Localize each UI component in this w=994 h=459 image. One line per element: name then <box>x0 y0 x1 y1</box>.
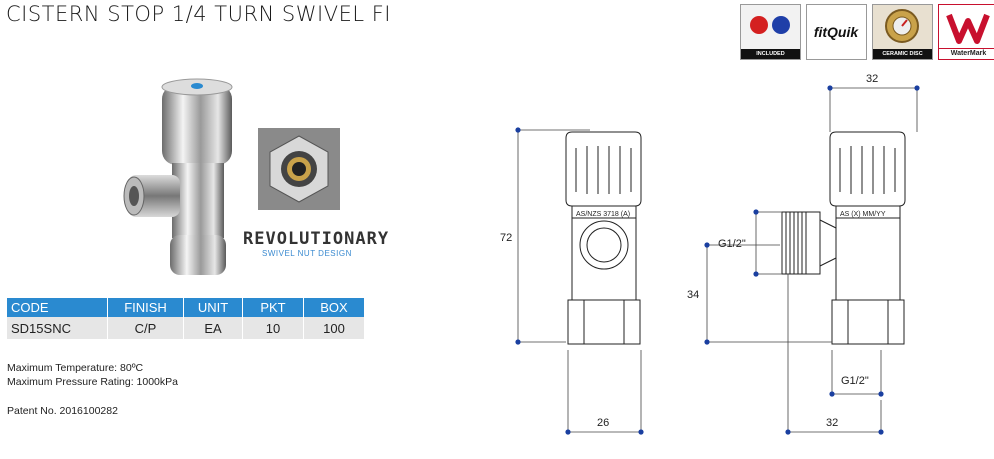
side-marking: AS (X) MM/YY <box>840 211 886 218</box>
side-bottom-offset-label: 32 <box>826 417 838 429</box>
cell-unit: EA <box>183 317 243 339</box>
column-header-unit: UNIT <box>183 298 243 317</box>
cell-box: 100 <box>303 317 365 339</box>
watermark-badge: WaterMark <box>938 4 994 60</box>
fitquik-text: fitQuik <box>814 24 860 40</box>
swivel-nut-detail-photo <box>258 128 340 210</box>
side-outlet-height-label: 34 <box>687 289 699 301</box>
spec-table: CODE FINISH UNIT PKT BOX SD15SNC C/P EA … <box>7 298 365 339</box>
badge-caption: WaterMark <box>939 48 994 59</box>
side-bottom-thread-label: G1/2" <box>841 375 869 387</box>
max-temperature: Maximum Temperature: 80ºC <box>7 362 144 374</box>
ceramic-disc-icon <box>873 5 932 49</box>
certification-badges: INCLUDED fitQuik CERAMIC DISC WaterMark <box>740 4 994 60</box>
watermark-logo <box>946 13 990 44</box>
technical-drawing: AS/NZS 3718 (A) AS (X) MM/YY 72 <box>500 73 920 435</box>
cell-finish: C/P <box>107 317 184 339</box>
ceramic-disc-badge: CERAMIC DISC <box>872 4 933 60</box>
fitquik-badge: fitQuik <box>806 4 867 60</box>
front-height-label: 72 <box>500 232 512 244</box>
taps-icon <box>741 5 800 49</box>
patent-number: Patent No. 2016100282 <box>7 405 118 417</box>
badge-caption: CERAMIC DISC <box>873 49 932 59</box>
front-width-label: 26 <box>597 417 609 429</box>
revolutionary-heading: REVOLUTIONARY <box>243 229 390 249</box>
side-top-width-label: 32 <box>866 73 878 85</box>
column-header-pkt: PKT <box>242 298 304 317</box>
swivel-nut-design-subheading: SWIVEL NUT DESIGN <box>262 249 352 258</box>
cell-pkt: 10 <box>242 317 304 339</box>
front-marking: AS/NZS 3718 (A) <box>576 211 630 218</box>
column-header-code: CODE <box>7 298 108 317</box>
handle <box>162 85 232 165</box>
table-header-row: CODE FINISH UNIT PKT BOX <box>7 298 365 317</box>
cell-code: SD15SNC <box>7 317 108 339</box>
badge-caption: INCLUDED <box>741 49 800 59</box>
side-inlet-label: G1/2" <box>718 238 746 250</box>
specifications-notes: Maximum Temperature: 80ºC Maximum Pressu… <box>7 361 178 389</box>
column-header-box: BOX <box>303 298 365 317</box>
body <box>172 163 224 238</box>
column-header-finish: FINISH <box>107 298 184 317</box>
side-view <box>781 131 906 345</box>
front-view <box>565 131 642 345</box>
table-row: SD15SNC C/P EA 10 100 <box>7 317 365 339</box>
page-title: CISTERN STOP 1/4 TURN SWIVEL FI <box>6 2 391 26</box>
taps-included-badge: INCLUDED <box>740 4 801 60</box>
product-photo <box>123 78 233 275</box>
max-pressure: Maximum Pressure Rating: 1000kPa <box>7 376 178 388</box>
swivel-nut <box>170 235 226 275</box>
dimension-points <box>515 85 920 435</box>
fitquik-logo: fitQuik <box>807 5 866 59</box>
